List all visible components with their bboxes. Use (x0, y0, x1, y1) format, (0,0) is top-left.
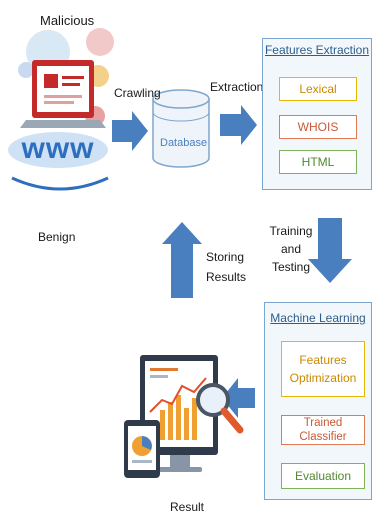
training-testing-arrow (308, 218, 352, 283)
evaluation-box: Evaluation (281, 463, 365, 489)
features-optimization-line1: Features (299, 353, 347, 367)
benign-label: Benign (38, 230, 76, 244)
laptop-base (20, 120, 106, 128)
crawling-label: Crawling (114, 86, 161, 100)
features-extraction-title: Features Extraction (264, 43, 370, 57)
bar-mark (176, 395, 181, 440)
bar-mark (160, 410, 165, 440)
feature-box-html: HTML (279, 150, 357, 174)
machine-learning-panel: Machine Learning Features Optimization T… (264, 302, 372, 500)
training-label-line2: and (280, 242, 302, 256)
machine-learning-title: Machine Learning (270, 311, 366, 325)
result-label: Result (170, 500, 205, 514)
storing-label-line2: Results (206, 270, 247, 284)
bar-mark (192, 398, 197, 440)
virus-icon (86, 28, 114, 56)
crawling-arrow (112, 111, 148, 151)
result-analytics-illustration (124, 355, 244, 478)
features-optimization-box: Features Optimization (281, 341, 365, 397)
web-sources-illustration: www (8, 28, 114, 191)
extraction-arrow (220, 105, 257, 145)
storing-label-line1: Storing (206, 250, 245, 264)
database-icon (152, 89, 210, 168)
trained-classifier-box: Trained Classifier (281, 415, 365, 445)
result-arrow (222, 378, 255, 418)
cable-icon (11, 176, 109, 191)
benign-web-glow (8, 132, 108, 168)
feature-box-lexical: Lexical (279, 77, 357, 101)
features-extraction-panel: Features Extraction Lexical WHOIS HTML (262, 38, 372, 190)
extraction-label: Extraction (210, 80, 264, 94)
malicious-label: Malicious (40, 13, 95, 28)
feature-box-whois: WHOIS (279, 115, 357, 139)
training-label-line1: Training (269, 224, 313, 238)
bar-mark (184, 408, 189, 440)
training-label-line3: Testing (271, 260, 311, 274)
monitor-stand (170, 455, 190, 467)
database-label: Database (160, 137, 208, 149)
training-testing-label: Training and Testing (266, 224, 316, 274)
features-optimization-line2: Optimization (289, 371, 357, 385)
trend-line (149, 377, 207, 413)
www-icon: www (20, 132, 94, 165)
alert-icon (44, 74, 58, 88)
monitor-base (158, 467, 202, 472)
magnifier-icon (196, 383, 230, 417)
lock-icon (18, 62, 34, 78)
storing-results-label: Storing Results (206, 250, 246, 284)
alert-window (37, 66, 89, 112)
storing-results-arrow (162, 222, 202, 298)
bar-mark (168, 402, 173, 440)
magnifier-handle (220, 407, 244, 434)
